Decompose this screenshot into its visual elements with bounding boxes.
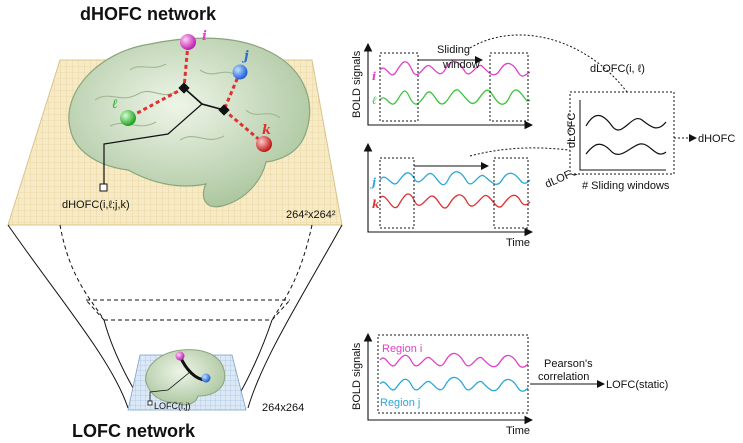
node-k-label: k [262, 123, 271, 138]
hofc-square [99, 183, 108, 192]
panel1-sig-i: i [372, 70, 376, 83]
dlofc-curve-2 [585, 143, 667, 156]
hofc-label: dHOFC(i,ℓ;j,k) [62, 199, 130, 211]
node-l-label: ℓ [112, 97, 118, 112]
sliding-label-1: Sliding [437, 44, 470, 56]
dlofc-il-label: dLOFC(i, ℓ) [590, 63, 645, 75]
panel3-frame [377, 334, 529, 414]
bottom-node-j [201, 373, 211, 383]
panel2-sig-j: j [370, 176, 376, 189]
dlofc-axes [579, 100, 666, 171]
edge-i [182, 43, 190, 89]
panel2-xlabel: Time [506, 237, 530, 249]
region-i-label: Region i [382, 343, 422, 355]
bottom-node-i [175, 351, 185, 361]
panel3-xlabel: Time [506, 425, 530, 437]
region-j-label: Region j [380, 397, 420, 409]
panel2-axes [367, 148, 534, 237]
window-1a [379, 52, 419, 122]
dlofc-frame [569, 91, 675, 175]
dlofc-ylabel: dLOFC [566, 112, 578, 148]
funnel-right [247, 224, 343, 409]
window-1b [489, 52, 529, 122]
panel1-axes [367, 48, 534, 130]
dlofc-panel: dLOFC # Sliding windows dHOFC [566, 91, 735, 192]
top-size-label: 264²x264² [286, 209, 336, 221]
signal-region-j [379, 376, 529, 392]
funnel-left [7, 224, 129, 409]
lofc-static-output: LOFC(static) [606, 379, 668, 391]
top-brain [68, 37, 311, 208]
hofc-pointer [103, 103, 203, 186]
panel2-sig-k: k [372, 198, 380, 211]
node-k [256, 136, 272, 152]
panel3-axes [367, 338, 534, 425]
lofc-label: LOFC(i,j) [154, 401, 191, 411]
signal-region-i [379, 352, 529, 368]
node-l [120, 110, 136, 126]
pearson-label-2: correlation [538, 371, 589, 383]
bottom-size-label: 264x264 [262, 402, 304, 414]
funnel-inner-right [271, 224, 313, 321]
funnel-inner-left [59, 224, 105, 321]
sliding-label-2: window [442, 59, 480, 71]
lofc-square [147, 400, 153, 406]
panel1-sig-l: ℓ [372, 94, 377, 107]
window-2b [493, 157, 529, 229]
lofc-pointer [149, 371, 191, 402]
dhofc-output: dHOFC [698, 133, 735, 145]
panel-bold-il: BOLD signals i ℓ Sliding window dLOFC(i,… [351, 34, 645, 130]
signal-j [379, 171, 531, 186]
bottom-network: LOFC(i,j) 264x264 [127, 349, 304, 414]
node-i [180, 34, 196, 50]
signal-k [379, 193, 531, 209]
node-j [232, 64, 248, 80]
panel3-ylabel: BOLD signals [351, 342, 363, 410]
bottom-brain [145, 349, 226, 406]
edge-l [127, 86, 185, 120]
signal-i [379, 60, 531, 77]
top-network: i j ℓ k dHOFC(i,ℓ;j,k) 264²x264² [7, 29, 343, 226]
node-i-label: i [202, 29, 207, 44]
signal-l [379, 89, 531, 105]
dlofc-xlabel: # Sliding windows [582, 180, 670, 192]
edge-k [223, 108, 263, 144]
lofc-network-title: LOFC network [72, 421, 196, 441]
window-2a [379, 157, 415, 229]
funnel-mid-rect [85, 299, 291, 321]
pearson-label-1: Pearson's [544, 358, 593, 370]
dhofc-network-title: dHOFC network [80, 4, 217, 24]
panel-static: BOLD signals Region i Region j Time Pear… [351, 332, 668, 437]
node-j-label: j [241, 49, 249, 64]
dlofc-il-arrow [469, 34, 641, 113]
panel1-ylabel: BOLD signals [351, 50, 363, 118]
dlofc-curve-1 [585, 114, 667, 131]
